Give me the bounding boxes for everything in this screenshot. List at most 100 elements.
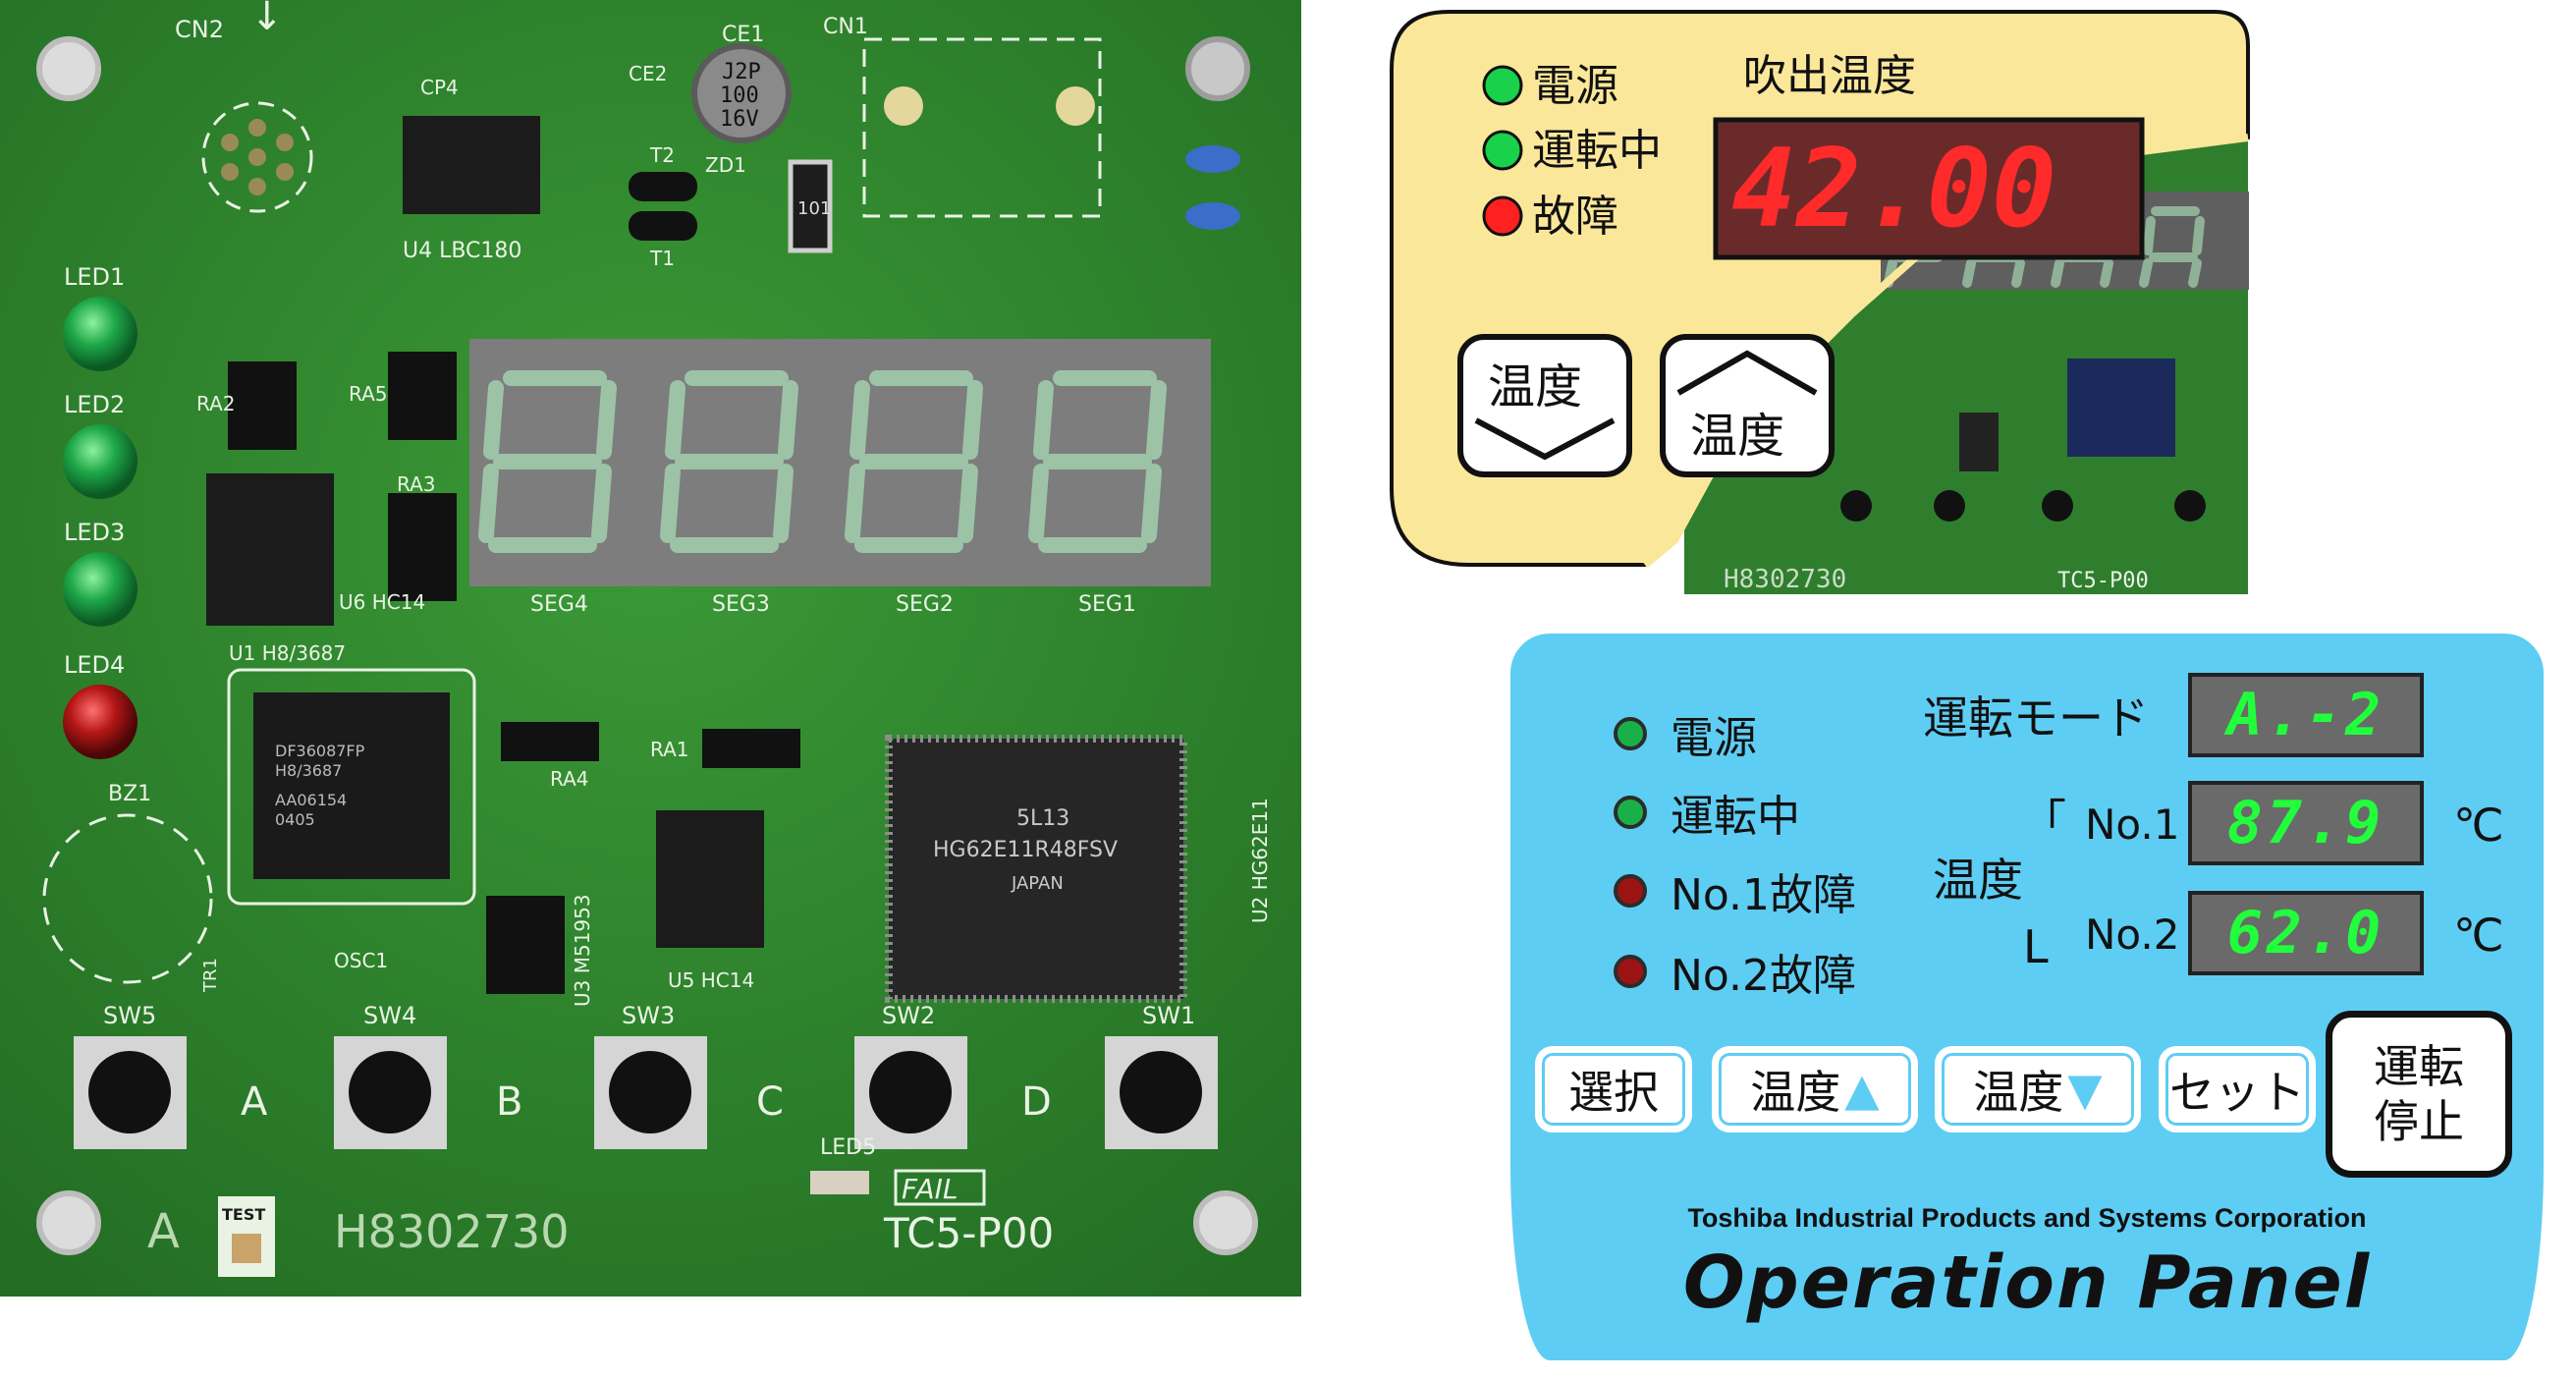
- svg-text:D: D: [1021, 1079, 1052, 1125]
- company-name: Toshiba Industrial Products and Systems …: [1687, 1203, 2367, 1233]
- sw5-label: SW5: [103, 1002, 156, 1029]
- display-panel: H8302730 TC5-P00 電源 運転中 故障 吹出温度 42.00 温度…: [1390, 10, 2250, 594]
- power-indicator: 電源: [1614, 702, 1757, 765]
- set-button[interactable]: セット: [2159, 1046, 2316, 1132]
- svg-text:TC5-P00: TC5-P00: [2057, 569, 2149, 593]
- outlet-temp-value: 42.00: [1731, 126, 2056, 251]
- no1-unit: ℃: [2453, 799, 2504, 852]
- svg-text:T1: T1: [649, 247, 675, 270]
- svg-text:TEST: TEST: [222, 1205, 265, 1224]
- svg-text:100: 100: [720, 83, 759, 108]
- svg-text:SEG4: SEG4: [530, 592, 588, 617]
- select-button-label: 選択: [1568, 1066, 1659, 1119]
- down-triangle-icon: ▼: [2067, 1063, 2103, 1116]
- no1-fault-label: No.1故障: [1671, 870, 1857, 920]
- temp-up-button[interactable]: 温度: [1660, 334, 1835, 477]
- u4-label: U4 LBC180: [403, 239, 521, 263]
- sw1-label: SW1: [1142, 1002, 1195, 1029]
- no2-temp-display: 62.0: [2188, 891, 2424, 975]
- svg-text:A: A: [147, 1204, 180, 1259]
- svg-text:101: 101: [797, 198, 831, 219]
- svg-text:H8302730: H8302730: [1724, 565, 1846, 594]
- running-indicator: 運転中: [1614, 781, 1800, 844]
- temp-down-button-label: 温度: [1973, 1066, 2064, 1119]
- sw3-label: SW3: [622, 1002, 675, 1029]
- svg-text:RA1: RA1: [650, 738, 689, 761]
- svg-text:DF36087FP: DF36087FP: [275, 742, 365, 760]
- svg-text:B: B: [496, 1079, 522, 1125]
- svg-text:RA2: RA2: [196, 392, 236, 415]
- svg-text:TR1: TR1: [200, 958, 221, 993]
- bracket-bottom: L: [2023, 920, 2049, 973]
- mode-label: 運転モード: [1923, 691, 2149, 745]
- no1-label: No.1: [2085, 800, 2180, 849]
- power-led: [1614, 717, 1647, 750]
- cp4-label: CP4: [420, 76, 459, 99]
- running-label: 運転中: [1532, 126, 1662, 176]
- svg-text:ZD1: ZD1: [705, 153, 746, 177]
- temp-down-button[interactable]: 温度: [1457, 334, 1632, 477]
- svg-text:FAIL: FAIL: [902, 1173, 958, 1205]
- run-stop-button[interactable]: 運転 停止: [2326, 1011, 2512, 1178]
- svg-text:RA5: RA5: [349, 382, 388, 406]
- svg-text:U5 HC14: U5 HC14: [668, 968, 754, 992]
- no1-fault-led: [1614, 874, 1647, 908]
- temperature-label: 温度: [1933, 854, 2023, 907]
- select-button[interactable]: 選択: [1535, 1046, 1692, 1132]
- pcb-board-image: CN2 ↓ U4 LBC180 CP4 J2P 100 16V CE1 CE2 …: [0, 0, 1301, 1297]
- set-button-label: セット: [2169, 1066, 2305, 1119]
- led3-label: LED3: [64, 519, 125, 546]
- temp-up-button[interactable]: 温度 ▲: [1712, 1046, 1918, 1132]
- power-led: [1482, 65, 1523, 106]
- panel-title: Operation Panel: [1682, 1241, 2372, 1325]
- svg-text:U6 HC14: U6 HC14: [339, 590, 425, 614]
- running-led: [1614, 796, 1647, 829]
- svg-text:16V: 16V: [720, 107, 759, 132]
- svg-text:OSC1: OSC1: [334, 949, 388, 972]
- svg-text:SEG1: SEG1: [1078, 592, 1136, 617]
- no2-label: No.2: [2085, 911, 2180, 959]
- fault-led: [1482, 195, 1523, 237]
- led1-label: LED1: [64, 263, 125, 291]
- run-stop-label-line1: 運転: [2374, 1040, 2464, 1093]
- outlet-temp-title: 吹出温度: [1743, 51, 1916, 101]
- svg-text:U3 M51953: U3 M51953: [571, 894, 594, 1007]
- led4-label: LED4: [64, 651, 125, 679]
- svg-text:AA06154: AA06154: [275, 791, 347, 809]
- svg-text:SEG3: SEG3: [712, 592, 770, 617]
- power-label: 電源: [1532, 61, 1618, 111]
- no1-temp-display: 87.9: [2188, 781, 2424, 865]
- running-label: 運転中: [1671, 792, 1800, 842]
- svg-text:RA3: RA3: [397, 472, 436, 496]
- led2-label: LED2: [64, 391, 125, 418]
- run-stop-label-line2: 停止: [2374, 1095, 2464, 1148]
- svg-text:BZ1: BZ1: [108, 782, 151, 806]
- svg-text:JAPAN: JAPAN: [1011, 873, 1064, 894]
- svg-text:T2: T2: [649, 143, 675, 167]
- up-triangle-icon: ▲: [1844, 1063, 1880, 1116]
- ce1-marking: J2P: [722, 60, 761, 84]
- u1-label: U1 H8/3687: [229, 641, 346, 665]
- running-led: [1482, 130, 1523, 171]
- operation-panel: 電源 運転中 No.1故障 No.2故障 運転モード A.-2 「 温度 L N…: [1510, 634, 2544, 1360]
- cn2-label: CN2: [175, 16, 224, 43]
- no2-fault-label: No.2故障: [1671, 951, 1857, 1001]
- bracket-top: 「: [2021, 795, 2066, 848]
- svg-text:RA4: RA4: [550, 767, 589, 791]
- fault-label: 故障: [1532, 192, 1618, 242]
- svg-text:C: C: [756, 1079, 784, 1125]
- ce2-label: CE2: [629, 62, 667, 85]
- ce1-label: CE1: [722, 23, 764, 47]
- svg-text:SEG2: SEG2: [896, 592, 954, 617]
- svg-text:温度: 温度: [1690, 409, 1784, 464]
- sw4-label: SW4: [363, 1002, 416, 1029]
- u2-label: U2 HG62E11: [1248, 798, 1272, 923]
- svg-text:0405: 0405: [275, 810, 315, 829]
- mode-display: A.-2: [2188, 673, 2424, 757]
- sw2-label: SW2: [882, 1002, 935, 1029]
- temp-up-button-label: 温度: [1750, 1066, 1841, 1119]
- svg-text:A: A: [241, 1079, 268, 1125]
- temp-down-button[interactable]: 温度 ▼: [1935, 1046, 2141, 1132]
- cn1-label: CN1: [823, 15, 868, 39]
- svg-text:5L13: 5L13: [1016, 806, 1069, 831]
